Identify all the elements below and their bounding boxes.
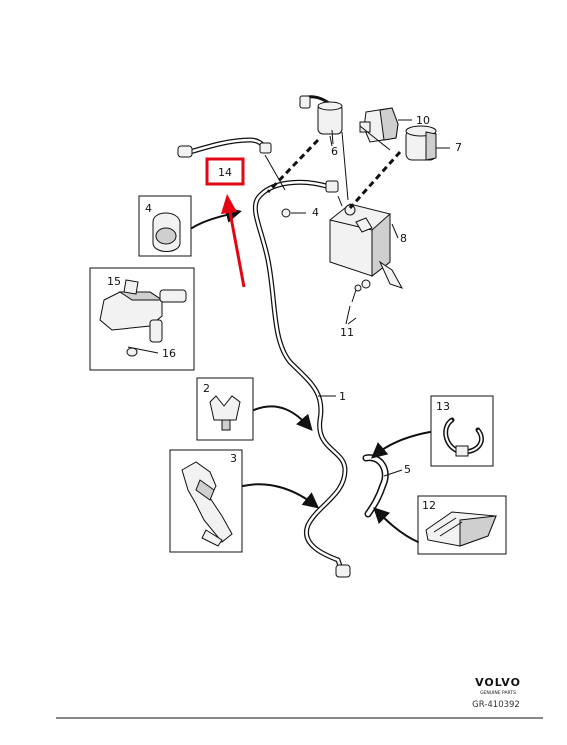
callout-1: 1	[339, 390, 346, 403]
callout-7: 7	[455, 141, 462, 154]
detail-box-2	[196, 377, 313, 441]
detail-box-3	[169, 449, 320, 553]
hose-top-connector	[325, 180, 339, 193]
detail-box-15	[89, 267, 195, 371]
callout-15: 15	[107, 275, 121, 288]
highlight-arrow-head	[221, 194, 237, 214]
bolt-4	[281, 208, 306, 218]
diagram-code: GR-410392	[472, 700, 520, 710]
dashed-link-7	[348, 151, 402, 209]
brand-subtitle: GENUINE PARTS	[480, 690, 516, 696]
callout-2: 2	[203, 382, 210, 395]
canister-8	[329, 195, 404, 289]
detail-box-13	[370, 395, 494, 467]
callout-12: 12	[422, 499, 436, 512]
callout-16: 16	[162, 347, 176, 360]
main-hose	[252, 179, 351, 578]
callout-11: 11	[340, 326, 354, 339]
callout-8: 8	[400, 232, 407, 245]
brand-logo-text: VOLVO	[475, 676, 521, 689]
detail-box-4	[138, 195, 242, 257]
highlight-box	[205, 157, 245, 186]
hose-end-connector	[335, 564, 351, 578]
hose-5	[362, 454, 389, 518]
part-6-hose	[299, 95, 343, 147]
callout-numbers: 1 2 3 4 4 5 6 7 8 10 11 12 13 15 16	[107, 114, 462, 512]
footer: VOLVO GENUINE PARTS GR-410392	[56, 676, 543, 719]
callout-6: 6	[331, 145, 338, 158]
highlight-part-14[interactable]: 14	[205, 157, 246, 288]
part-7-filter	[405, 125, 450, 161]
callout-5: 5	[404, 463, 411, 476]
detail-box-12	[373, 495, 507, 555]
bolt-11	[345, 279, 371, 325]
dashed-link-6	[266, 138, 320, 194]
highlight-arrow-shaft	[228, 211, 246, 288]
hose-14	[177, 137, 286, 191]
callout-13: 13	[436, 400, 450, 413]
callout-10: 10	[416, 114, 430, 127]
part-10-valve	[359, 107, 412, 143]
callout-3: 3	[230, 452, 237, 465]
callout-4-box: 4	[145, 202, 152, 215]
callout-4-bolt: 4	[312, 206, 319, 219]
callout-14: 14	[218, 166, 232, 179]
